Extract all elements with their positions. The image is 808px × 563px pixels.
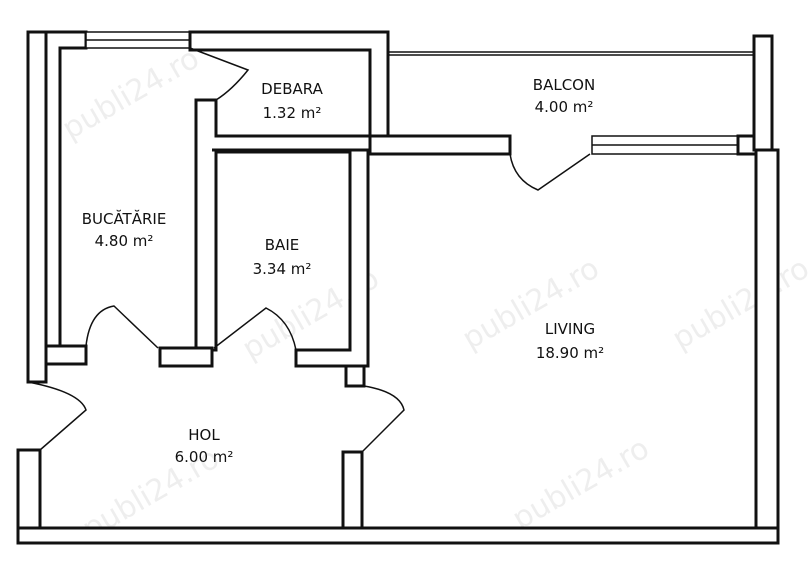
room-name-debara: DEBARA xyxy=(261,80,323,98)
room-name-hol: HOL xyxy=(188,426,220,444)
wall-living-top-left xyxy=(368,134,512,156)
doors xyxy=(27,47,591,453)
room-area-debara: 1.32 m² xyxy=(263,104,322,122)
door-entrance xyxy=(27,381,87,451)
room-area-baie: 3.34 m² xyxy=(253,260,312,278)
watermark: publi24.ro xyxy=(57,41,206,147)
wall-bath-door-left xyxy=(158,346,214,368)
room-labels: DEBARA 1.32 m² BALCON 4.00 m² BUCĂTĂRIE … xyxy=(82,76,604,466)
room-area-bucatarie: 4.80 m² xyxy=(95,232,154,250)
wall-bath-right xyxy=(212,148,370,368)
door-bath xyxy=(213,307,297,351)
wall-kitchen-top-left xyxy=(44,30,88,350)
watermark-layer: publi24.ro publi24.ro publi24.ro publi24… xyxy=(57,41,808,547)
walls xyxy=(16,30,780,545)
room-name-balcon: BALCON xyxy=(533,76,595,94)
watermark: publi24.ro xyxy=(667,251,808,357)
room-area-living: 18.90 m² xyxy=(536,344,604,362)
wall-balcony-right xyxy=(752,34,774,152)
room-area-balcon: 4.00 m² xyxy=(535,98,594,116)
room-name-bucatarie: BUCĂTĂRIE xyxy=(82,209,167,228)
wall-left-upper xyxy=(26,30,48,384)
wall-right xyxy=(754,148,780,545)
room-name-baie: BAIE xyxy=(265,236,299,254)
watermark: publi24.ro xyxy=(507,431,656,537)
wall-hol-stub xyxy=(344,364,366,388)
door-kitchen xyxy=(85,305,159,349)
wall-kitchen-bottom xyxy=(44,344,88,366)
watermark: publi24.ro xyxy=(457,251,606,357)
wall-bottom xyxy=(16,526,780,545)
door-balcony xyxy=(509,153,591,191)
door-debara xyxy=(189,47,250,101)
room-area-hol: 6.00 m² xyxy=(175,448,234,466)
room-name-living: LIVING xyxy=(545,320,595,338)
door-living xyxy=(361,385,405,453)
wall-hol-living-lower xyxy=(341,450,364,530)
